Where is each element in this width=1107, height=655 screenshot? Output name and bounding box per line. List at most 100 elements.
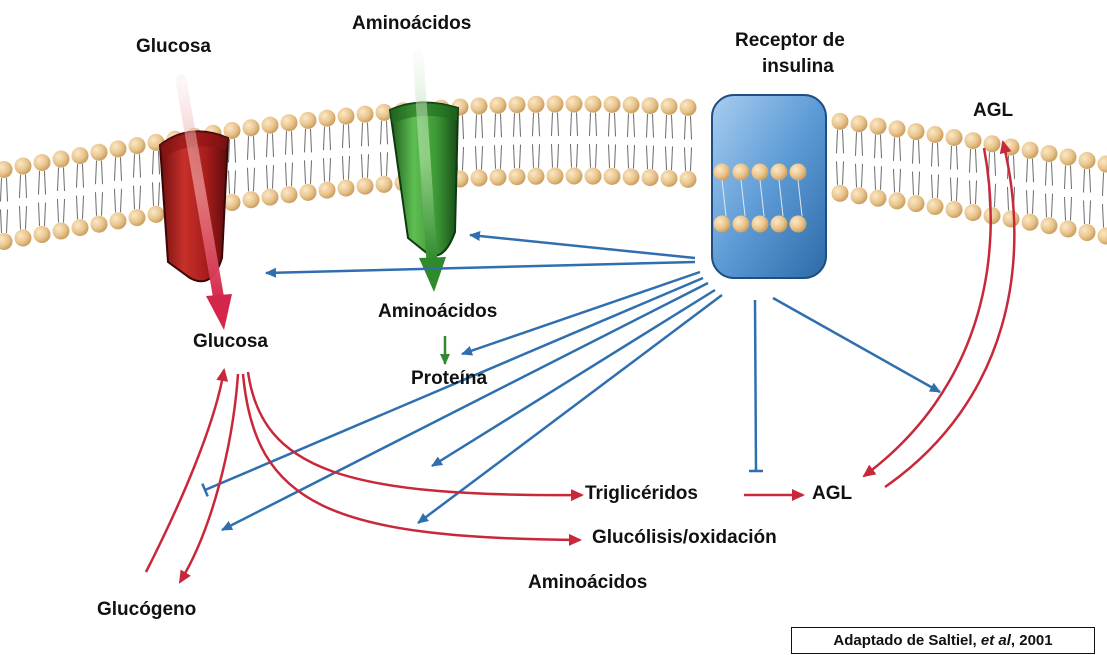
lipid-tail (1046, 162, 1047, 186)
lipid-head (319, 182, 336, 199)
lipid-head (1041, 145, 1058, 162)
lipid-tail (628, 145, 629, 169)
lipid-tail (305, 129, 306, 153)
lipid-tail (1, 178, 2, 202)
lipid-tail (102, 192, 103, 216)
lipid-tail (672, 115, 673, 138)
lipid-tail (894, 137, 895, 161)
lipid-tail (938, 175, 939, 199)
lipid-tail (45, 171, 46, 195)
lipid-head (1003, 210, 1020, 227)
lipid-tail (476, 146, 477, 170)
lipid-tail (349, 156, 350, 180)
lipid-head (338, 108, 355, 125)
lipid-tail (77, 196, 78, 220)
lipid-tail (552, 113, 553, 137)
lipid-tail (628, 113, 629, 136)
lipid-head (927, 198, 944, 215)
lipid-tail (647, 146, 648, 170)
lipid-tail (862, 164, 863, 188)
lipid-tail (590, 144, 591, 168)
lipid-tail (96, 161, 97, 185)
lipid-tail (381, 121, 382, 144)
lipid-tail (1103, 172, 1104, 196)
lipid-tail (653, 146, 654, 170)
lipid-tail (64, 168, 65, 192)
lipid-tail (115, 157, 116, 181)
lipid-tail (115, 189, 116, 213)
lipid-tail (292, 163, 293, 187)
lipid-head (1022, 214, 1039, 231)
lipid-tail (1033, 159, 1034, 183)
lipid-head (0, 161, 13, 178)
lipid-head (1098, 155, 1107, 172)
lipid-tail (7, 210, 8, 234)
signal-to-glucose-transporter (266, 262, 695, 273)
lipid-head (338, 180, 355, 197)
lipid-tail (121, 189, 122, 213)
lipid-tail (672, 146, 673, 170)
lipid-tail (970, 149, 971, 173)
lipid-head (243, 191, 260, 208)
lipid-tail (571, 144, 572, 168)
lipid-tail (1008, 187, 1009, 211)
lipid-head (661, 170, 678, 187)
lipid-head (300, 184, 317, 201)
lipid-tail (609, 144, 610, 168)
lipid-tail (856, 132, 857, 156)
lipid-tail (571, 113, 572, 137)
lipid-head (15, 158, 32, 175)
lipid-tail (862, 132, 863, 156)
lipid-tail (58, 199, 59, 223)
lipid-head (129, 209, 146, 226)
glucose-outside-label: Glucosa (136, 36, 211, 58)
lipid-head (281, 186, 298, 203)
lipid-tail (951, 146, 952, 170)
lipid-head (0, 233, 13, 250)
lipid-tail (476, 115, 477, 138)
lipid-tail (609, 113, 610, 136)
lipid-head (15, 230, 32, 247)
lipid-tail (894, 169, 895, 193)
lipid-tail (368, 154, 369, 178)
lipid-tail (349, 125, 350, 149)
lipid-tail (520, 113, 521, 137)
lipid-head (110, 212, 127, 229)
lipid-tail (463, 147, 464, 171)
lipid-head (91, 216, 108, 233)
source-credit: Adaptado de Saltiel, et al, 2001 (791, 627, 1095, 654)
lipid-tail (932, 175, 933, 199)
signal-to-agl-inhibit (755, 300, 756, 471)
lipid-head (509, 168, 526, 185)
lipid-head (965, 204, 982, 221)
lipid-tail (634, 145, 635, 169)
signal-to-amino-transporter (470, 235, 695, 258)
lipid-head (490, 169, 507, 186)
lipid-tail (7, 178, 8, 202)
lipid-head (870, 118, 887, 135)
lipid-tail (552, 144, 553, 168)
lipid-head (851, 187, 868, 204)
lipid-tail (533, 113, 534, 137)
lipid-head (1098, 227, 1107, 244)
lipid-head (72, 219, 89, 236)
lipid-tail (121, 157, 122, 181)
lipid-tail (514, 113, 515, 137)
protein-label: Proteína (411, 368, 487, 390)
lipid-tail (153, 182, 154, 206)
lipid-tail (45, 202, 46, 226)
lipid-head (34, 154, 51, 171)
lipid-tail (330, 158, 331, 182)
lipid-tail (267, 134, 268, 158)
receptor-lipid-head (790, 216, 807, 233)
lipid-head (110, 140, 127, 157)
lipid-head (832, 113, 849, 130)
lipid-tail (685, 116, 686, 140)
lipid-tail (1103, 204, 1104, 228)
lipid-tail (381, 152, 382, 176)
amino-acids-inside-label: Aminoácidos (378, 301, 497, 323)
lipid-tail (330, 127, 331, 151)
lipid-tail (501, 145, 502, 169)
lipid-head (908, 195, 925, 212)
lipid-tail (596, 144, 597, 168)
